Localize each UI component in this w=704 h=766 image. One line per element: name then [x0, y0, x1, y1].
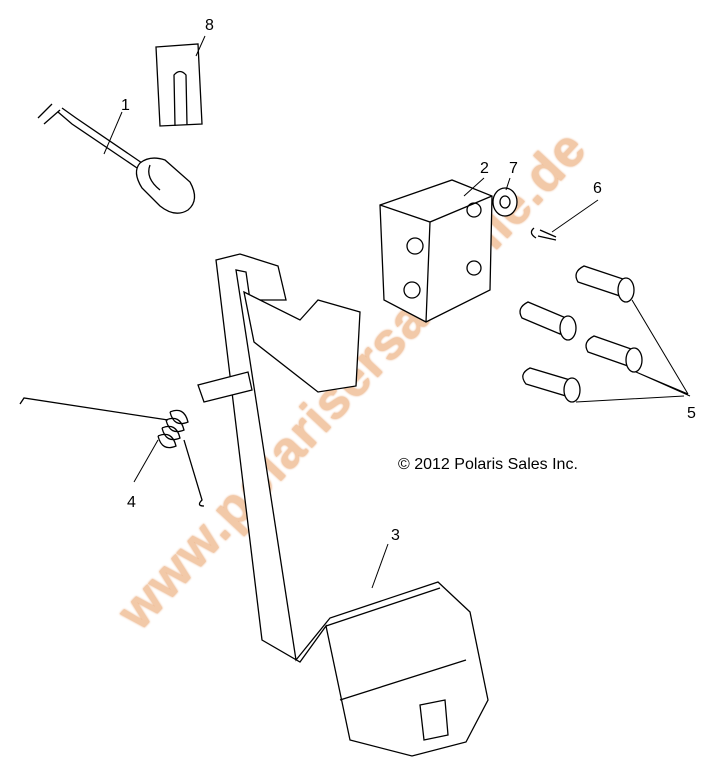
leader-lines — [103, 35, 599, 589]
callout-1: 1 — [121, 97, 130, 114]
callout-3: 3 — [391, 527, 400, 544]
part-2-block — [379, 179, 493, 323]
callout-7: 7 — [509, 160, 518, 177]
callout-2: 2 — [480, 160, 489, 177]
callout-6: 6 — [593, 180, 602, 197]
part-4-spring — [19, 397, 205, 507]
callout-4: 4 — [127, 494, 136, 511]
part-7-washer — [492, 187, 518, 217]
part-6-clip — [530, 227, 557, 241]
copyright-text: © 2012 Polaris Sales Inc. — [398, 456, 578, 473]
part-5-bolts — [519, 265, 643, 403]
callout-5: 5 — [687, 405, 696, 422]
callout-8: 8 — [205, 17, 214, 34]
part-8-shim — [155, 43, 203, 127]
part-3-pedal — [197, 253, 489, 757]
leader-5 — [575, 299, 691, 403]
part-1-sensor — [37, 103, 196, 214]
